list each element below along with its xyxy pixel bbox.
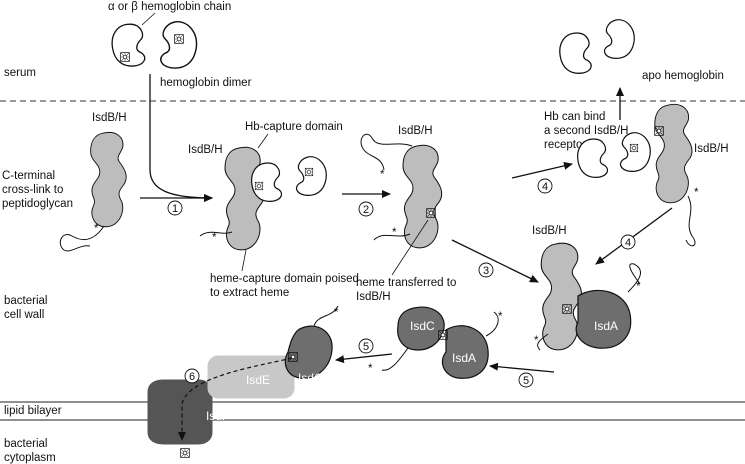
label-hb-capture-domain: Hb-capture domain xyxy=(245,121,343,133)
protein-isdf: IsdF xyxy=(206,409,229,423)
label-cterm-line2: cross-link to xyxy=(2,184,63,196)
label-second-receptor-line2: a second IsdB/H xyxy=(544,125,628,137)
svg-text:4: 4 xyxy=(625,237,631,249)
arrow-step-6 xyxy=(178,357,293,441)
svg-text:6: 6 xyxy=(189,371,195,383)
apo-hemoglobin xyxy=(559,19,635,74)
isdbh-isda-complex: * * xyxy=(534,242,642,351)
label-heme-transferred-line1: heme transferred to xyxy=(356,277,456,289)
arrow-step-5a xyxy=(335,353,393,364)
svg-text:*: * xyxy=(694,187,699,199)
region-cytoplasm-line2: cytoplasm xyxy=(4,452,56,464)
label-second-receptor-line3: receptor xyxy=(544,139,586,151)
isdbh-receptor-with-hb: * xyxy=(199,146,327,251)
label-hb-chain: α or β hemoglobin chain xyxy=(108,1,231,13)
arrow-hb-capture xyxy=(149,74,213,202)
svg-text:*: * xyxy=(534,335,539,347)
protein-isdc-2: IsdC xyxy=(298,371,323,385)
svg-text:*: * xyxy=(212,232,217,244)
isdc-near-isde: * xyxy=(284,305,339,379)
svg-text:3: 3 xyxy=(483,265,489,277)
isdbh-receptor-with-heme: * * xyxy=(360,133,443,249)
arrow-step-4a xyxy=(511,161,573,179)
heme-in-cytoplasm xyxy=(180,448,190,458)
arrow-step-3 xyxy=(451,239,539,283)
isdc-isda-complex: * * xyxy=(368,306,503,379)
isdbh-receptor-second: * xyxy=(576,103,699,247)
leader-hb-chain xyxy=(141,12,156,26)
leader-heme-transferred xyxy=(391,219,429,276)
hemoglobin-dimer xyxy=(111,20,198,69)
region-cytoplasm-line1: bacterial xyxy=(4,438,47,450)
isdbh-receptor-free: * xyxy=(59,131,127,252)
label-cterm-line1: C-terminal xyxy=(2,170,55,182)
step-2-badge: 2 xyxy=(358,201,374,217)
leader-hb-capture xyxy=(257,133,269,149)
label-isdbh-4: IsdB/H xyxy=(694,143,729,155)
svg-text:*: * xyxy=(334,307,339,319)
step-5b-badge: 5 xyxy=(518,372,534,388)
svg-text:5: 5 xyxy=(363,341,369,353)
svg-text:*: * xyxy=(368,363,373,375)
protein-isda-2: IsdA xyxy=(452,351,476,365)
svg-text:5: 5 xyxy=(523,375,529,387)
region-cell-wall-line1: bacterial xyxy=(4,295,47,307)
label-isdbh-2: IsdB/H xyxy=(188,144,223,156)
svg-text:1: 1 xyxy=(172,203,178,215)
label-heme-capture-line2: to extract heme xyxy=(210,287,289,299)
region-serum: serum xyxy=(4,67,36,79)
step-5a-badge: 5 xyxy=(358,338,374,354)
arrow-step-5b xyxy=(489,362,555,373)
protein-isda-1: IsdA xyxy=(594,319,618,333)
svg-text:*: * xyxy=(380,169,385,181)
step-4a-badge: 4 xyxy=(537,178,553,194)
protein-isde: IsdE xyxy=(246,373,270,387)
region-cell-wall-line2: cell wall xyxy=(4,309,44,321)
arrow-step-4b xyxy=(595,207,673,265)
step-4b-badge: 4 xyxy=(620,234,636,250)
step-6-badge: 6 xyxy=(184,368,200,384)
region-lipid-bilayer: lipid bilayer xyxy=(4,405,62,417)
label-heme-capture-line1: heme-capture domain poised xyxy=(210,273,359,285)
label-heme-transferred-line2: IsdB/H xyxy=(356,291,391,303)
label-isdbh-1: IsdB/H xyxy=(92,112,127,124)
step-3-badge: 3 xyxy=(478,262,494,278)
label-apo-hemoglobin: apo hemoglobin xyxy=(642,70,724,82)
isde-isdf-transporter xyxy=(147,355,295,445)
leader-heme-capture xyxy=(241,249,247,272)
svg-text:2: 2 xyxy=(363,204,369,216)
svg-text:*: * xyxy=(498,311,503,323)
svg-text:4: 4 xyxy=(542,181,548,193)
label-hb-dimer: hemoglobin dimer xyxy=(160,77,252,89)
protein-isdc-1: IsdC xyxy=(410,319,435,333)
svg-text:*: * xyxy=(392,227,397,239)
label-isdbh-3: IsdB/H xyxy=(398,125,433,137)
label-cterm-line3: peptidoglycan xyxy=(2,198,73,210)
label-isdbh-5: IsdB/H xyxy=(532,225,567,237)
label-second-receptor-line1: Hb can bind xyxy=(544,111,605,123)
svg-text:*: * xyxy=(636,281,641,293)
step-1-badge: 1 xyxy=(167,200,183,216)
svg-text:*: * xyxy=(94,223,99,235)
